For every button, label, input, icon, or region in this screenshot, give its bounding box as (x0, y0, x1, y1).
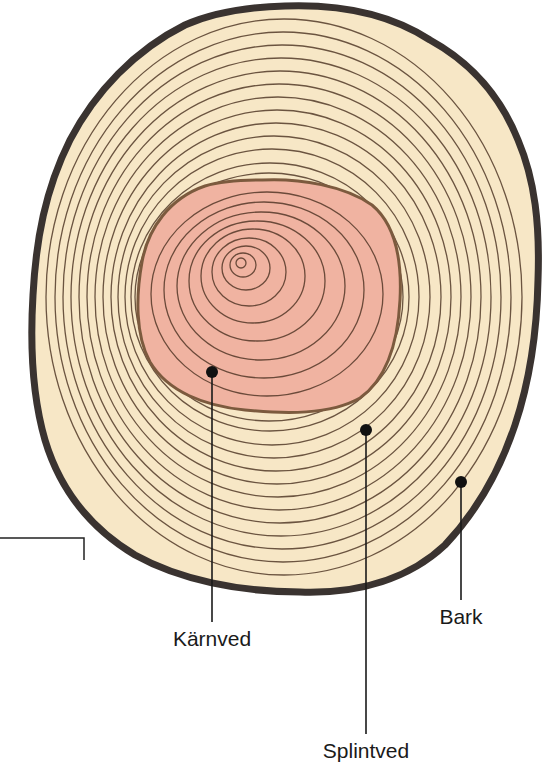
sapwood-rings (46, 19, 522, 575)
heartwood-rings (151, 192, 383, 396)
part-label: Kärnved (171, 626, 253, 651)
part-label: Splintved (321, 738, 411, 763)
bark-outline (32, 6, 539, 592)
part-label: Bark (437, 604, 484, 629)
leader-lines (212, 372, 461, 734)
heartwood (138, 180, 400, 413)
leader-dots (206, 366, 467, 488)
frame-corner (0, 538, 84, 560)
